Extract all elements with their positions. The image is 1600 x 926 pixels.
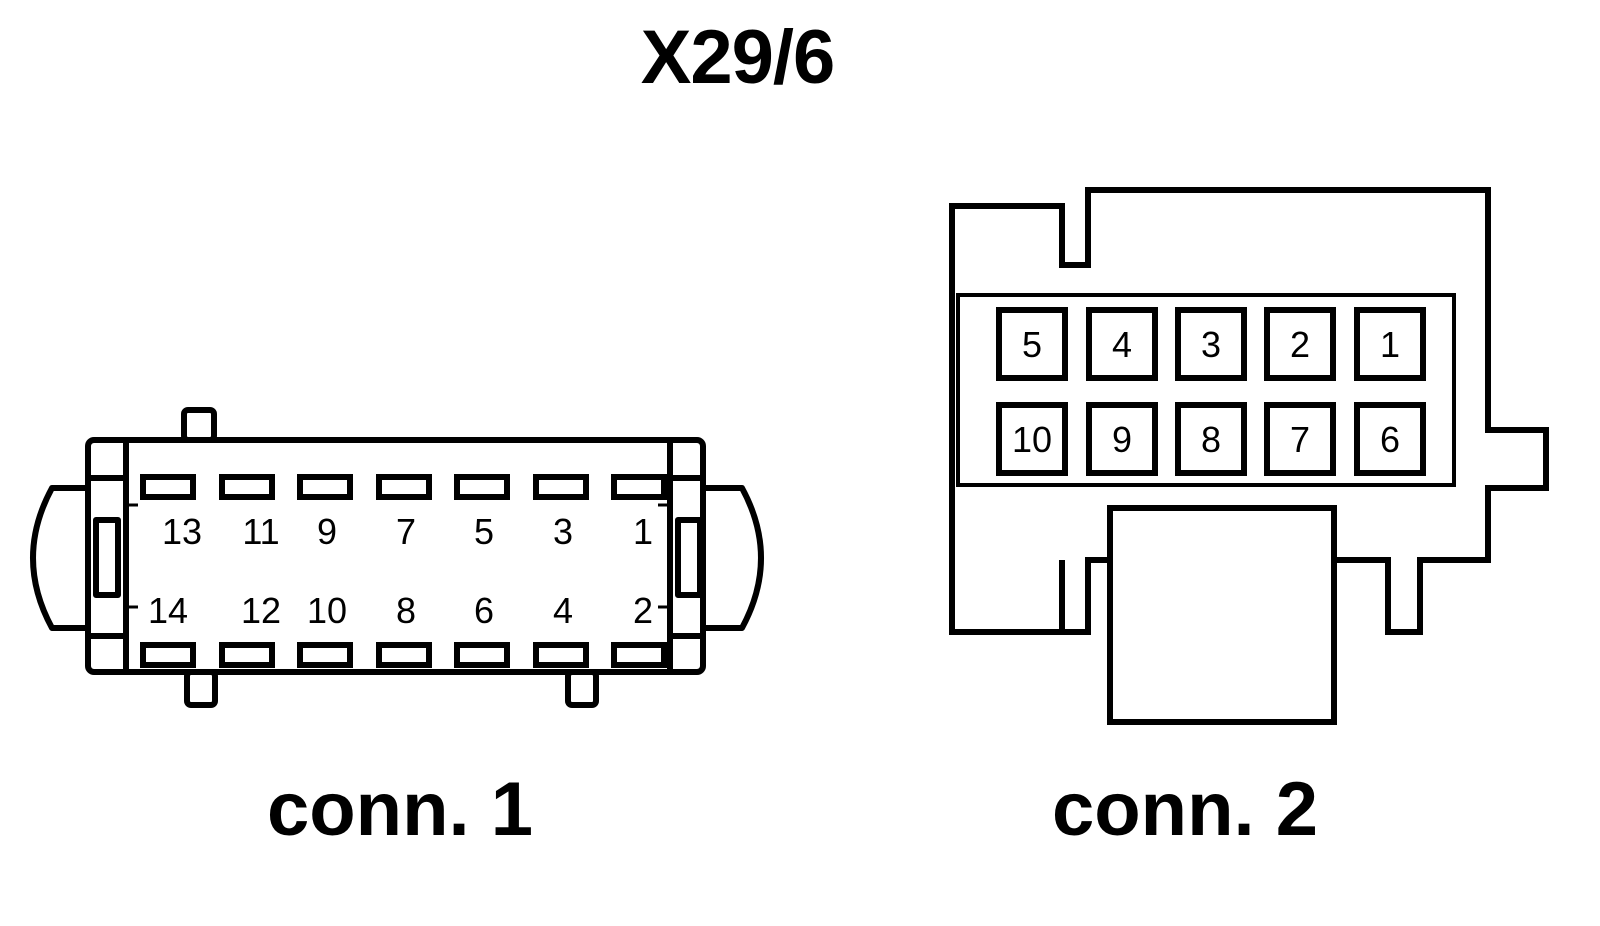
connector-2-pin-number-1: 1: [1380, 324, 1400, 365]
connector-1-pin-slot-12: [219, 642, 275, 668]
connector-1-right-slot: [675, 517, 703, 598]
connector-2-pin-window: [956, 293, 1456, 487]
connector-2-body: [949, 187, 1549, 725]
connector-2-pin-cell-1: [1354, 307, 1426, 381]
connector-1-pin-slot-11: [219, 474, 275, 500]
connector-1-pin-number-2: 2: [633, 590, 653, 631]
connector-1-bottom-tab-left: [184, 669, 218, 708]
connector-2-pin-cell-5: [996, 307, 1068, 381]
connector-1-pin-number-5: 5: [474, 511, 494, 552]
connector-1-pin-slot-13: [140, 474, 196, 500]
connector-2-pin-cell-9: [1086, 402, 1158, 476]
connector-1-pin-slot-4: [533, 642, 589, 668]
connector-2-pin-cell-10: [996, 402, 1068, 476]
connector-1-right-wing: [700, 485, 764, 631]
connector-1-bottom-pin-slots: [140, 642, 667, 668]
connector-1-pin-number-7: 7: [396, 511, 416, 552]
connector-1-left-slot: [93, 517, 121, 598]
connector-1-pin-number-13: 13: [162, 511, 202, 552]
connector-1-pin-number-1: 1: [633, 511, 653, 552]
connector-1-bottom-pin-numbers: 14 12 10 8 6 4 2: [148, 590, 653, 631]
connector-2-pin-number-4: 4: [1112, 324, 1132, 365]
connector-2-housing: [949, 187, 1549, 725]
connector-2-pin-cell-4: [1086, 307, 1158, 381]
connector-1-pin-slot-8: [376, 642, 432, 668]
connector-2-pin-cell-3: [1175, 307, 1247, 381]
connector-2-pin-number-9: 9: [1112, 419, 1132, 460]
connector-1-bottom-tab-right: [565, 669, 599, 708]
connector-2-pin-number-8: 8: [1201, 419, 1221, 460]
connector-1-pin-slot-10: [297, 642, 353, 668]
connector-2-pin-cell-8: [1175, 402, 1247, 476]
connector-1-pin-slot-14: [140, 642, 196, 668]
connector-1-pin-number-3: 3: [553, 511, 573, 552]
connector-1-pin-number-10: 10: [307, 590, 347, 631]
connector-1-pin-slot-7: [376, 474, 432, 500]
connector-2-pin-number-6: 6: [1380, 419, 1400, 460]
connector-2-pin-cell-7: [1264, 402, 1336, 476]
connector-1-pin-number-8: 8: [396, 590, 416, 631]
connector-1-pin-number-9: 9: [317, 511, 337, 552]
connector-1-top-pin-slots: [140, 474, 667, 500]
connector-1-pin-slot-2: [611, 642, 667, 668]
connector-1-pin-number-11: 11: [242, 511, 279, 552]
connector-1-pin-number-6: 6: [474, 590, 494, 631]
diagram-title: X29/6: [640, 15, 836, 100]
connector-2-pin-cell-6: [1354, 402, 1426, 476]
connector-2-pin-cells: 5 4 3 2 1 10 9 8 7 6: [996, 307, 1426, 476]
connector-1-pin-number-4: 4: [553, 590, 573, 631]
connector-2-pin-cell-2: [1264, 307, 1336, 381]
connector-1-top-tab: [181, 407, 217, 443]
connector-2-latch-block: [1107, 505, 1337, 725]
connector-1-pin-slot-5: [454, 474, 510, 500]
connector-2-pin-number-10: 10: [1012, 419, 1052, 460]
connector-1-pin-slot-6: [454, 642, 510, 668]
connector-2-label: conn. 2: [1051, 767, 1319, 852]
connector-1-pin-number-12: 12: [241, 590, 281, 631]
connector-1-pin-slot-1: [611, 474, 667, 500]
connector-1-left-wing: [30, 485, 90, 631]
connector-1-body: [30, 407, 764, 708]
connector-2-pin-number-5: 5: [1022, 324, 1042, 365]
connector-2-pin-number-3: 3: [1201, 324, 1221, 365]
connector-1-pin-slot-3: [533, 474, 589, 500]
connector-2-pin-number-7: 7: [1290, 419, 1310, 460]
connector-2-pin-number-2: 2: [1290, 324, 1310, 365]
connector-1-pin-slot-9: [297, 474, 353, 500]
connector-1-pin-number-14: 14: [148, 590, 188, 631]
connector-1-label: conn. 1: [266, 767, 534, 852]
connector-1-top-pin-numbers: 13 11 9 7 5 3 1: [162, 511, 653, 552]
